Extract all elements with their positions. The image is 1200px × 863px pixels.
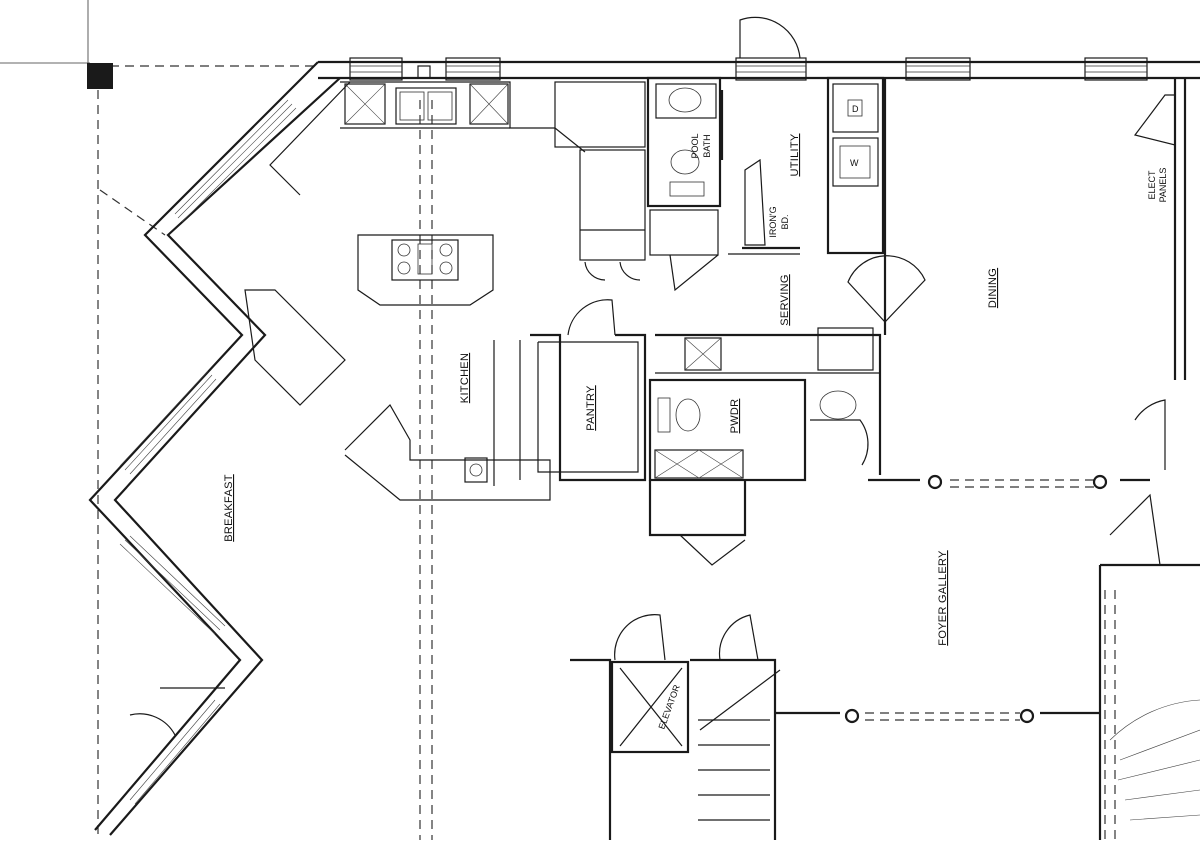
- label-dryer: D: [852, 104, 859, 114]
- corner-column: [87, 63, 113, 89]
- label-serving: SERVING: [779, 274, 791, 325]
- north-wall: [318, 16, 1200, 81]
- kitchen-counters: [244, 65, 586, 501]
- label-ironing-1: IRON'G: [768, 206, 778, 237]
- serving-powder-walls: [648, 255, 926, 566]
- label-elect-2: PANELS: [1158, 168, 1168, 203]
- kitchen-island: [357, 234, 494, 306]
- pantry-walls: [519, 299, 647, 482]
- breakfast-bay-walls: [88, 61, 341, 836]
- label-pool-bath-2: BATH: [702, 134, 712, 157]
- pool-bath: [646, 76, 724, 292]
- utility-room: [728, 76, 885, 255]
- dashed-reference-lines: [0, 0, 1116, 840]
- elevator-stair: [570, 614, 840, 840]
- foyer-columns: [844, 474, 1108, 724]
- room-labels: BREAKFAST KITCHEN PANTRY POOL BATH UTILI…: [223, 104, 1168, 731]
- mechanical-block: [554, 81, 646, 281]
- label-kitchen: KITCHEN: [459, 353, 471, 403]
- label-breakfast: BREAKFAST: [223, 474, 235, 542]
- label-pantry: PANTRY: [585, 385, 597, 431]
- label-powder: PWDR: [729, 399, 741, 434]
- label-elevator: ELEVATOR: [657, 683, 682, 731]
- label-pool-bath-1: POOL: [690, 133, 700, 158]
- dining-east-walls: [868, 78, 1200, 840]
- label-elect-1: ELECT: [1147, 170, 1157, 200]
- label-utility: UTILITY: [789, 133, 801, 176]
- label-washer: W: [850, 158, 859, 168]
- label-dining: DINING: [987, 268, 999, 308]
- label-foyer-gallery: FOYER GALLERY: [937, 550, 949, 646]
- label-ironing-2: BD.: [780, 214, 790, 229]
